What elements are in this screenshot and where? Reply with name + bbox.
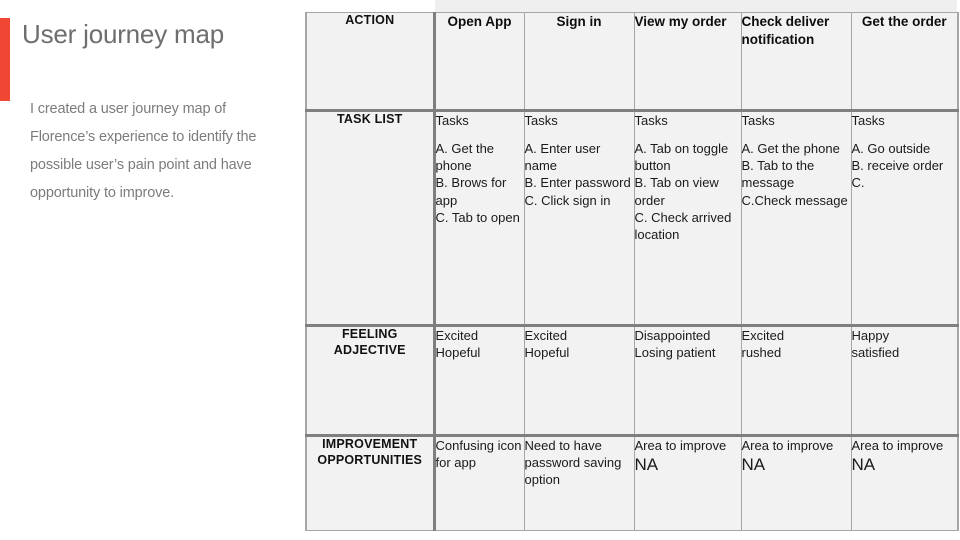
row-label-improvement-opportunities: IMPROVEMENT OPPORTUNITIES [305,434,436,531]
improvement-cell-get-the-order[interactable]: Area to improve NA [850,434,959,531]
task-label: Tasks [634,113,668,128]
header-top-shade [435,0,957,13]
improvement-cell-sign-in[interactable]: Need to have password saving option [523,434,635,531]
column-header-sign-in[interactable]: Sign in [523,12,635,112]
task-items: A. Enter user name B. Enter password C. … [524,141,631,208]
accent-bar [0,18,10,101]
task-label: Tasks [741,113,775,128]
feeling-text: Excited rushed [741,328,785,361]
improvement-na: NA [741,455,766,475]
feeling-text: Excited Hopeful [524,328,570,361]
feeling-text: Disappointed Losing patient [634,328,716,361]
improvement-text: Area to improve [741,438,834,453]
feeling-text: Excited Hopeful [435,328,481,361]
improvement-text: Need to have password saving option [524,438,622,488]
improvement-text: Area to improve [851,438,944,453]
feeling-cell-get-the-order[interactable]: Happy satisfied [850,324,959,436]
task-cell-view-my-order[interactable]: Tasks A. Tab on toggle button B. Tab on … [633,110,742,326]
improvement-text: Area to improve [634,438,727,453]
task-items: A. Go outside B. receive order C. [851,141,944,191]
feeling-cell-view-my-order[interactable]: Disappointed Losing patient [633,324,742,436]
task-items: A. Get the phone B. Brows for app C. Tab… [435,141,520,225]
slide-description: I created a user journey map of Florence… [30,101,257,201]
table-row-improvement-opportunities: IMPROVEMENT OPPORTUNITIES Confusing icon… [305,434,959,531]
improvement-cell-open-app[interactable]: Confusing icon for app [433,434,525,531]
improvement-text: Confusing icon for app [435,438,522,471]
feeling-text: Happy satisfied [851,328,900,361]
improvement-na: NA [851,455,876,475]
task-label: Tasks [851,113,885,128]
table-row-feeling-adjective: FEELING ADJECTIVE Excited Hopeful Excite… [305,324,959,436]
task-cell-get-the-order[interactable]: Tasks A. Go outside B. receive order C. [850,110,959,326]
column-header-view-my-order[interactable]: View my order [633,12,742,112]
task-cell-sign-in[interactable]: Tasks A. Enter user name B. Enter passwo… [523,110,635,326]
table-row-task-list: TASK LIST Tasks A. Get the phone B. Brow… [305,110,959,326]
feeling-cell-open-app[interactable]: Excited Hopeful [433,324,525,436]
task-items: A. Get the phone B. Tab to the message C… [741,141,848,208]
task-cell-open-app[interactable]: Tasks A. Get the phone B. Brows for app … [433,110,525,326]
task-cell-check-deliver-notification[interactable]: Tasks A. Get the phone B. Tab to the mes… [740,110,852,326]
feeling-cell-check-deliver-notification[interactable]: Excited rushed [740,324,852,436]
task-items: A. Tab on toggle button B. Tab on view o… [634,141,732,242]
column-header-check-deliver-notification[interactable]: Check deliver notification [740,12,852,112]
improvement-cell-check-deliver-notification[interactable]: Area to improve NA [740,434,852,531]
column-header-open-app[interactable]: Open App [433,12,525,112]
row-label-task-list: TASK LIST [305,110,436,326]
feeling-cell-sign-in[interactable]: Excited Hopeful [523,324,635,436]
column-header-get-the-order[interactable]: Get the order [850,12,959,112]
improvement-na: NA [634,455,659,475]
row-label-action: ACTION [305,12,436,112]
task-label: Tasks [435,113,469,128]
page-title: User journey map [22,19,224,49]
improvement-cell-view-my-order[interactable]: Area to improve NA [633,434,742,531]
row-label-feeling-adjective: FEELING ADJECTIVE [305,324,436,436]
task-label: Tasks [524,113,558,128]
user-journey-map-table: ACTION Open App Sign in View my order Ch… [305,12,959,531]
table-row-action: ACTION Open App Sign in View my order Ch… [305,12,959,112]
